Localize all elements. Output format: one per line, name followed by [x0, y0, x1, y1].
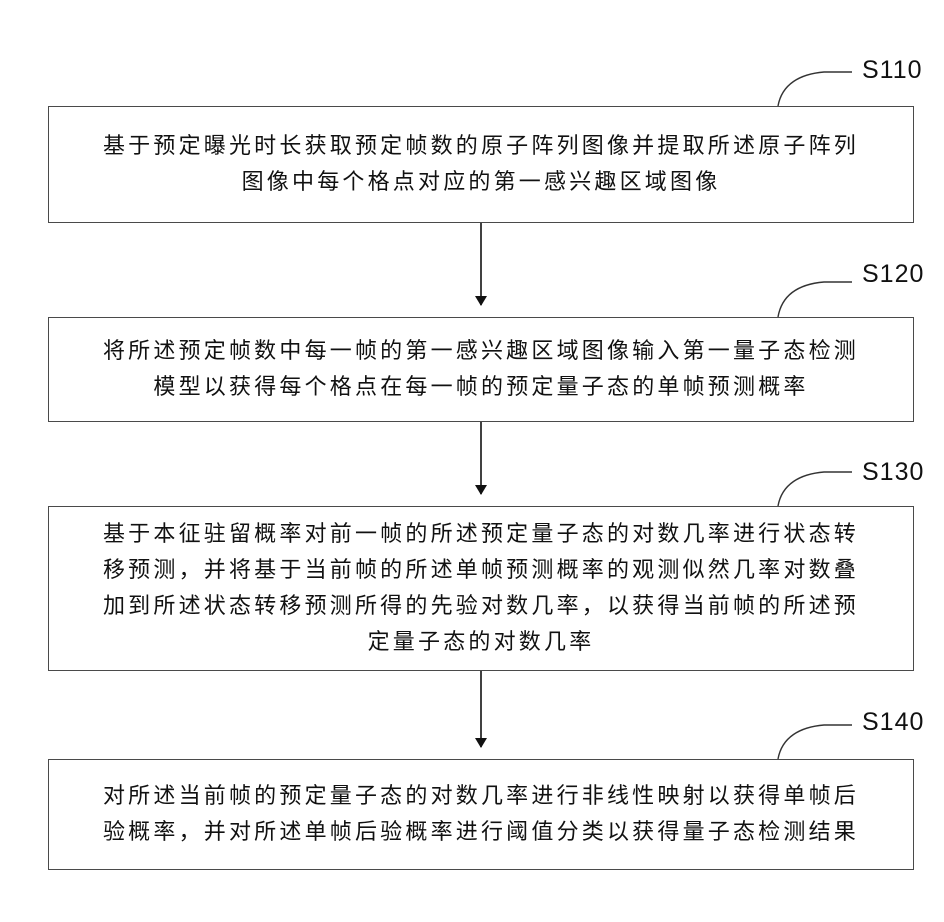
- leader-line-s140: [778, 725, 852, 759]
- step-label-s130: S130: [862, 458, 924, 487]
- step-text-line: 定量子态的对数几率: [368, 625, 595, 661]
- step-text-line: 移预测，并将基于当前帧的所述单帧预测概率的观测似然几率对数叠: [103, 553, 859, 589]
- step-box-s110: 基于预定曝光时长获取预定帧数的原子阵列图像并提取所述原子阵列 图像中每个格点对应…: [48, 106, 914, 223]
- step-text-line: 基于本征驻留概率对前一帧的所述预定量子态的对数几率进行状态转: [103, 517, 859, 553]
- step-label-s140: S140: [862, 708, 924, 737]
- step-label-s120: S120: [862, 260, 924, 289]
- step-text-line: 图像中每个格点对应的第一感兴趣区域图像: [242, 165, 721, 201]
- leader-line-s120: [778, 282, 852, 317]
- step-text-line: 基于预定曝光时长获取预定帧数的原子阵列图像并提取所述原子阵列: [103, 129, 859, 165]
- leader-line-s110: [778, 72, 852, 106]
- leader-line-s130: [778, 472, 852, 506]
- step-text-line: 对所述当前帧的预定量子态的对数几率进行非线性映射以获得单帧后: [103, 779, 859, 815]
- step-text-line: 验概率，并对所述单帧后验概率进行阈值分类以获得量子态检测结果: [103, 815, 859, 851]
- step-text-line: 模型以获得每个格点在每一帧的预定量子态的单帧预测概率: [153, 370, 808, 406]
- step-text-line: 加到所述状态转移预测所得的先验对数几率，以获得当前帧的所述预: [103, 589, 859, 625]
- step-box-s130: 基于本征驻留概率对前一帧的所述预定量子态的对数几率进行状态转 移预测，并将基于当…: [48, 506, 914, 671]
- step-box-s120: 将所述预定帧数中每一帧的第一感兴趣区域图像输入第一量子态检测 模型以获得每个格点…: [48, 317, 914, 422]
- step-label-s110: S110: [862, 56, 923, 85]
- step-text-line: 将所述预定帧数中每一帧的第一感兴趣区域图像输入第一量子态检测: [103, 334, 859, 370]
- step-box-s140: 对所述当前帧的预定量子态的对数几率进行非线性映射以获得单帧后 验概率，并对所述单…: [48, 759, 914, 870]
